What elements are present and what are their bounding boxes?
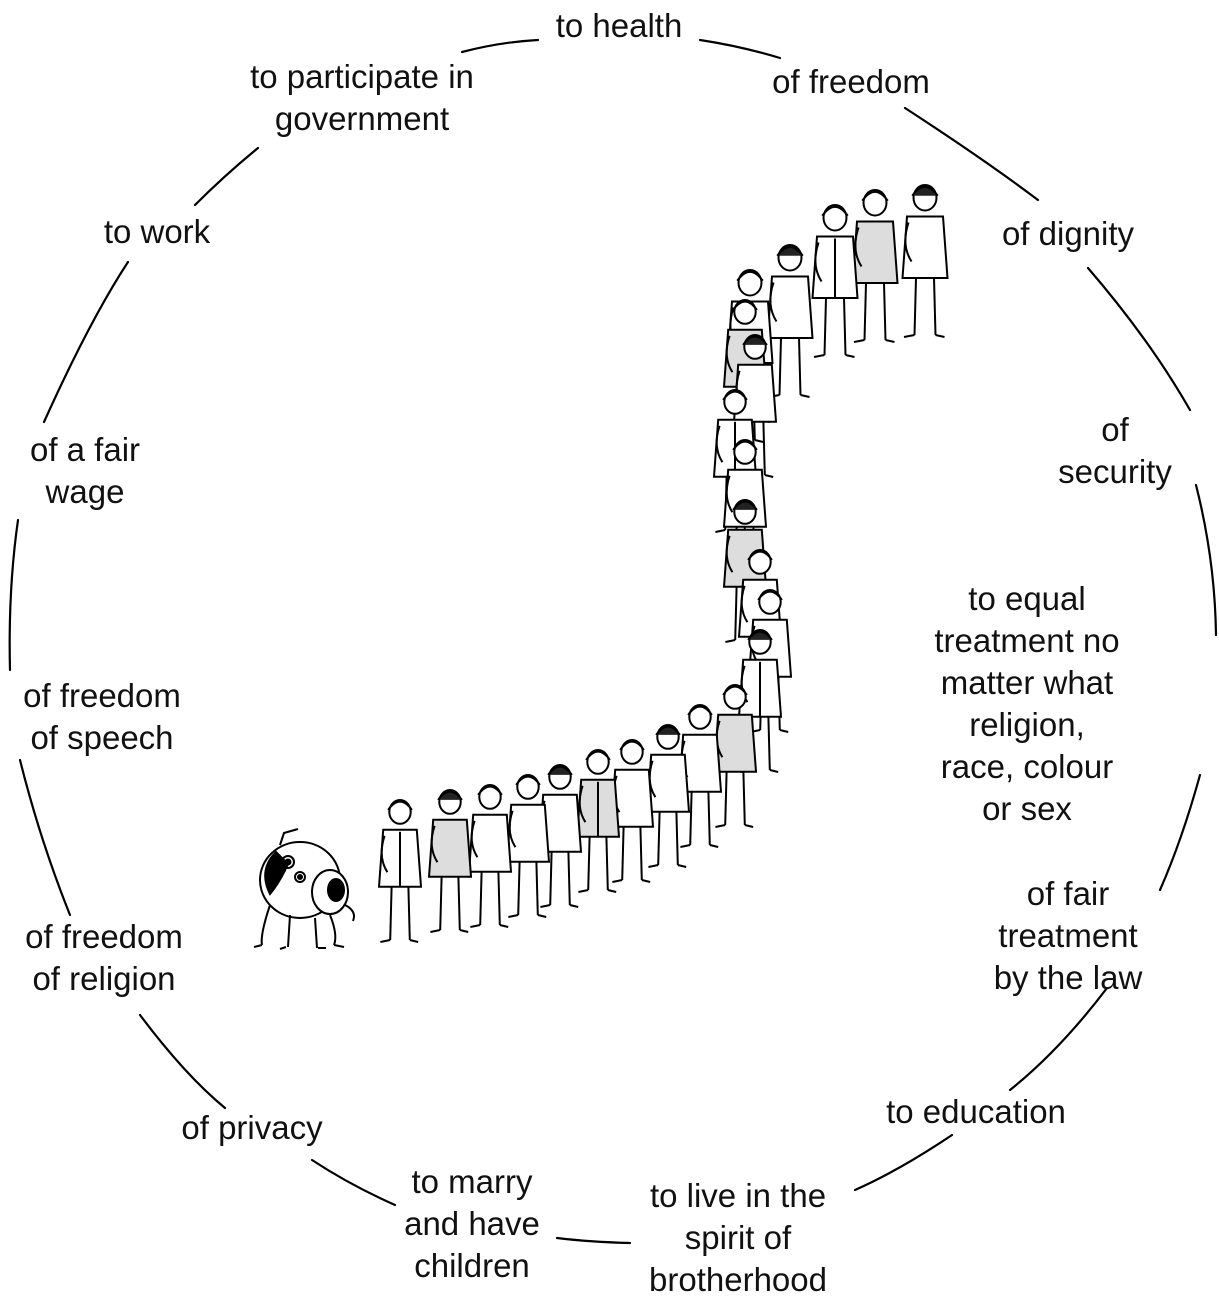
queue-person — [645, 724, 691, 868]
label-right-of-security: of security — [1058, 411, 1172, 490]
queue-person — [766, 244, 814, 398]
arc-connector — [193, 146, 260, 207]
arc-connector — [310, 1158, 397, 1207]
queue-person — [851, 189, 899, 343]
arc-connector — [1008, 986, 1109, 1092]
queue-illustration — [253, 184, 949, 950]
label-right-of-freedom-of-religion: of freedom of religion — [25, 918, 183, 997]
arc-connector — [1086, 266, 1192, 412]
label-right-to-equal-treatment: to equal treatment no matter what religi… — [934, 580, 1120, 827]
arc-connector — [138, 1013, 227, 1110]
queue-person — [427, 789, 473, 933]
label-right-to-participate-in-government: to participate in government — [250, 58, 474, 137]
queue-person — [811, 204, 859, 358]
queue-person — [505, 774, 551, 918]
arc-connector — [42, 260, 130, 424]
circle-connector-lines — [8, 38, 1218, 1245]
label-right-of-privacy: of privacy — [181, 1109, 323, 1146]
label-right-to-health: to health — [555, 7, 683, 44]
queue-person — [737, 629, 783, 773]
label-right-of-freedom: of freedom — [772, 63, 930, 100]
arc-connector — [1194, 483, 1218, 637]
label-right-of-freedom-of-speech: of freedom of speech — [23, 677, 181, 756]
arc-connector — [1158, 773, 1202, 892]
arc-connector — [8, 518, 20, 672]
label-right-to-education: to education — [886, 1093, 1066, 1130]
dog — [253, 828, 355, 950]
label-right-of-fair-wage: of a fair wage — [29, 431, 141, 510]
arc-connector — [460, 38, 540, 54]
label-right-to-marry: to marry and have children — [404, 1163, 540, 1284]
arc-connector — [903, 106, 1040, 202]
queue-person — [677, 704, 723, 848]
arc-connector — [555, 1236, 632, 1245]
arc-connector — [18, 758, 72, 917]
arc-connector — [853, 1133, 954, 1192]
label-right-of-dignity: of dignity — [1001, 215, 1135, 252]
queue-person — [901, 184, 949, 338]
queue-person — [712, 684, 758, 828]
queue-person — [467, 784, 513, 928]
queue-person — [609, 739, 655, 883]
label-right-to-live-in-brotherhood: to live in the spirit of brotherhood — [649, 1177, 827, 1298]
arc-connector — [698, 38, 782, 60]
label-right-to-work: to work — [103, 213, 211, 250]
queue-person — [377, 799, 423, 943]
queue-person — [575, 749, 621, 893]
label-right-of-fair-treatment-by-law: of fair treatment by the law — [993, 875, 1143, 996]
